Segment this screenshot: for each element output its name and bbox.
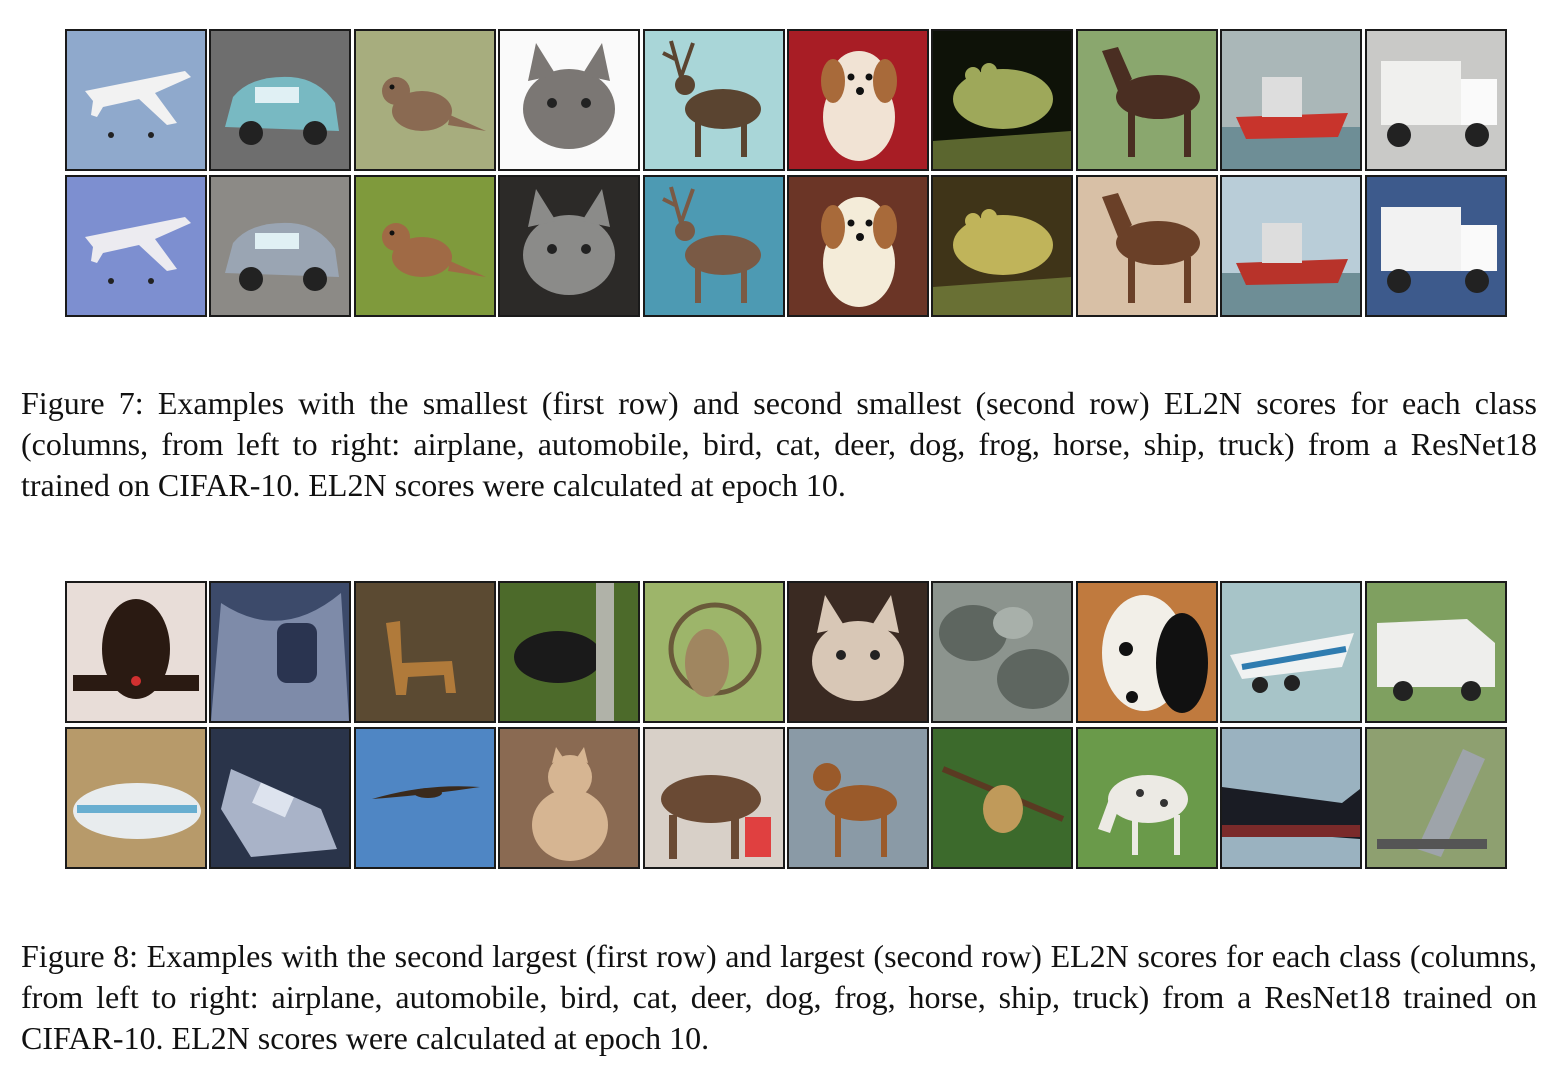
cat-image <box>500 177 639 315</box>
horse-image <box>1077 177 1216 315</box>
figure-8-caption: Figure 8: Examples with the second large… <box>21 938 1537 1056</box>
thumbnail-bird <box>353 175 496 317</box>
thumbnail-dog <box>787 175 929 317</box>
thumbnail-deer <box>642 29 785 171</box>
thumbnail-cat <box>498 581 641 723</box>
dog-image <box>789 31 927 169</box>
bird-image <box>355 177 494 315</box>
airplane-image <box>67 177 205 315</box>
thumbnail-horse <box>1075 175 1218 317</box>
airplane-image <box>67 31 205 169</box>
automobile-image <box>211 31 350 169</box>
thumbnail-cat <box>498 727 641 869</box>
deer-image <box>644 729 783 867</box>
figure-8-row-2 <box>65 727 1509 869</box>
horse-image <box>1077 583 1216 721</box>
dog-image <box>789 177 927 315</box>
thumbnail-ship <box>1220 29 1363 171</box>
bird-image <box>355 583 494 721</box>
frog-image <box>933 729 1072 867</box>
thumbnail-airplane <box>65 581 207 723</box>
thumbnail-deer <box>642 727 785 869</box>
cat-image <box>500 31 639 169</box>
thumbnail-dog <box>787 727 929 869</box>
thumbnail-deer <box>642 175 785 317</box>
figure-7-row-1 <box>65 29 1509 171</box>
airplane-image <box>67 583 205 721</box>
thumbnail-horse <box>1075 29 1218 171</box>
truck-image <box>1366 729 1505 867</box>
horse-image <box>1077 31 1216 169</box>
thumbnail-horse <box>1075 581 1218 723</box>
ship-image <box>1222 31 1361 169</box>
truck-image <box>1366 31 1505 169</box>
thumbnail-truck <box>1364 581 1507 723</box>
thumbnail-airplane <box>65 175 207 317</box>
deer-image <box>644 31 783 169</box>
deer-image <box>644 583 783 721</box>
frog-image <box>933 31 1072 169</box>
bird-image <box>355 729 494 867</box>
figure-8-image-grid <box>65 581 1509 869</box>
figure-7-row-2 <box>65 175 1509 317</box>
thumbnail-automobile <box>209 727 352 869</box>
thumbnail-ship <box>1220 727 1363 869</box>
thumbnail-deer <box>642 581 785 723</box>
frog-image <box>933 583 1072 721</box>
thumbnail-airplane <box>65 727 207 869</box>
thumbnail-truck <box>1364 727 1507 869</box>
truck-image <box>1366 177 1505 315</box>
cat-image <box>500 729 639 867</box>
automobile-image <box>211 729 350 867</box>
thumbnail-ship <box>1220 581 1363 723</box>
horse-image <box>1077 729 1216 867</box>
figure-8-row-1 <box>65 581 1509 723</box>
thumbnail-truck <box>1364 29 1507 171</box>
automobile-image <box>211 177 350 315</box>
thumbnail-ship <box>1220 175 1363 317</box>
thumbnail-dog <box>787 581 929 723</box>
deer-image <box>644 177 783 315</box>
ship-image <box>1222 729 1361 867</box>
thumbnail-frog <box>931 581 1074 723</box>
dog-image <box>789 583 927 721</box>
thumbnail-frog <box>931 175 1074 317</box>
thumbnail-airplane <box>65 29 207 171</box>
bird-image <box>355 31 494 169</box>
figure-7-image-grid <box>65 29 1509 317</box>
thumbnail-bird <box>353 29 496 171</box>
ship-image <box>1222 583 1361 721</box>
dog-image <box>789 729 927 867</box>
thumbnail-cat <box>498 175 641 317</box>
thumbnail-horse <box>1075 727 1218 869</box>
thumbnail-dog <box>787 29 929 171</box>
airplane-image <box>67 729 205 867</box>
ship-image <box>1222 177 1361 315</box>
cat-image <box>500 583 639 721</box>
truck-image <box>1366 583 1505 721</box>
thumbnail-frog <box>931 727 1074 869</box>
thumbnail-frog <box>931 29 1074 171</box>
automobile-image <box>211 583 350 721</box>
thumbnail-automobile <box>209 175 352 317</box>
thumbnail-cat <box>498 29 641 171</box>
thumbnail-bird <box>353 727 496 869</box>
thumbnail-truck <box>1364 175 1507 317</box>
thumbnail-automobile <box>209 29 352 171</box>
thumbnail-automobile <box>209 581 352 723</box>
figure-7-caption: Figure 7: Examples with the smallest (fi… <box>21 385 1537 503</box>
thumbnail-bird <box>353 581 496 723</box>
frog-image <box>933 177 1072 315</box>
